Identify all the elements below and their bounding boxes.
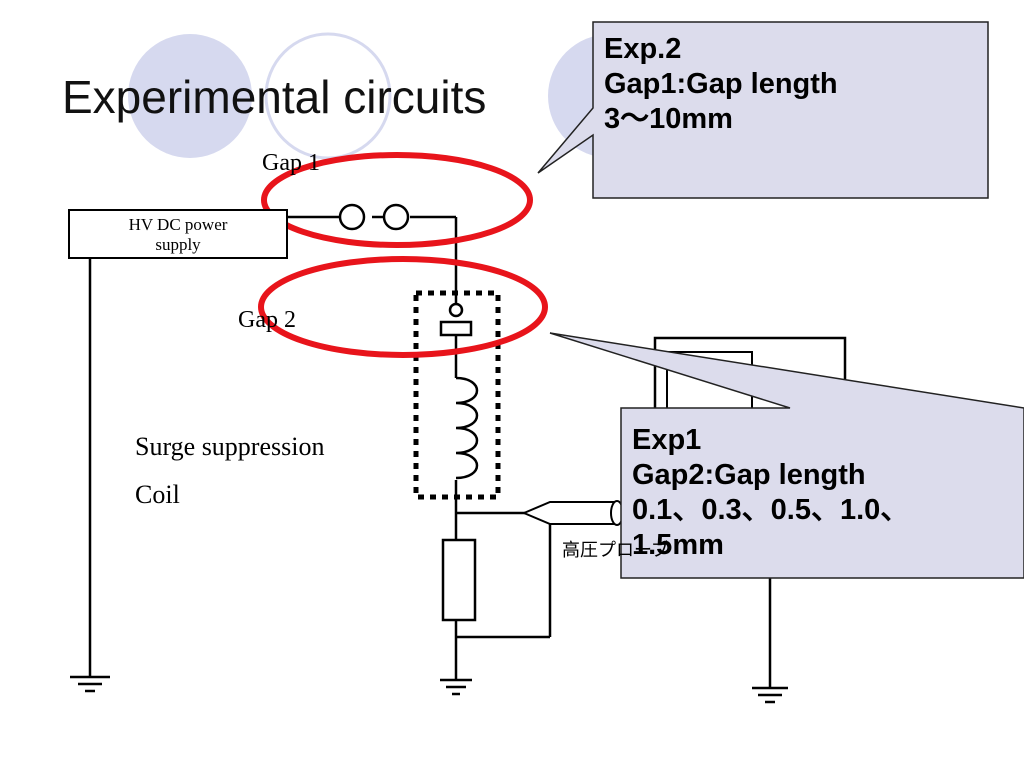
gap1-electrode-left bbox=[338, 203, 366, 231]
callout-exp2-shape bbox=[537, 21, 989, 199]
wires bbox=[88, 215, 772, 688]
coil-enclosure bbox=[413, 290, 501, 500]
gap1-label: Gap 1 bbox=[262, 150, 320, 176]
decor-circle-1 bbox=[128, 34, 252, 158]
coil bbox=[455, 376, 478, 480]
resistor bbox=[441, 538, 477, 622]
grounds bbox=[70, 675, 788, 704]
power-supply-label-line2: supply bbox=[155, 235, 201, 254]
gap1-highlight-ellipse bbox=[261, 152, 533, 248]
callout-exp1-line3: 0.1、0.3、0.5、1.0、 bbox=[632, 494, 910, 526]
callout-exp1: Exp1 Gap2:Gap length 0.1、0.3、0.5、1.0、 1.… bbox=[632, 423, 909, 563]
callout-exp1-line4: 1.5mm bbox=[632, 529, 724, 561]
coil-label-line2: Coil bbox=[135, 480, 180, 509]
probe-label: 高圧プローブ bbox=[562, 540, 669, 560]
gap2-electrode-top bbox=[448, 302, 464, 318]
ground-symbol-coil bbox=[440, 678, 472, 696]
ground-symbol-supply bbox=[70, 675, 110, 693]
power-supply-label-line1: HV DC power bbox=[128, 215, 228, 234]
slide-title: Experimental circuits bbox=[62, 71, 487, 123]
callout-exp2-line2: Gap1:Gap length bbox=[604, 68, 838, 100]
callout-exp1-line2: Gap2:Gap length bbox=[632, 459, 866, 491]
probe-tip bbox=[521, 501, 615, 525]
callout-exp1-line1: Exp1 bbox=[632, 424, 702, 456]
callout-exp2-line1: Exp.2 bbox=[604, 33, 682, 65]
gap2-electrode-bottom bbox=[439, 320, 473, 337]
gap1-electrode-right bbox=[382, 203, 410, 231]
gap2-highlight-ellipse bbox=[258, 256, 548, 358]
callout-exp1-shape bbox=[549, 332, 1024, 579]
ground-symbol-scope bbox=[752, 686, 788, 704]
gap2-label: Gap 2 bbox=[238, 307, 296, 333]
decor-circle-2 bbox=[264, 32, 392, 160]
hv-dc-power-supply: HV DC power supply bbox=[68, 209, 288, 259]
callout-exp2-line3: 3～10mm bbox=[604, 103, 733, 135]
callout-exp2: Exp.2 Gap1:Gap length 3～10mm bbox=[604, 32, 838, 137]
coil-label-line1: Surge suppression bbox=[135, 432, 325, 461]
